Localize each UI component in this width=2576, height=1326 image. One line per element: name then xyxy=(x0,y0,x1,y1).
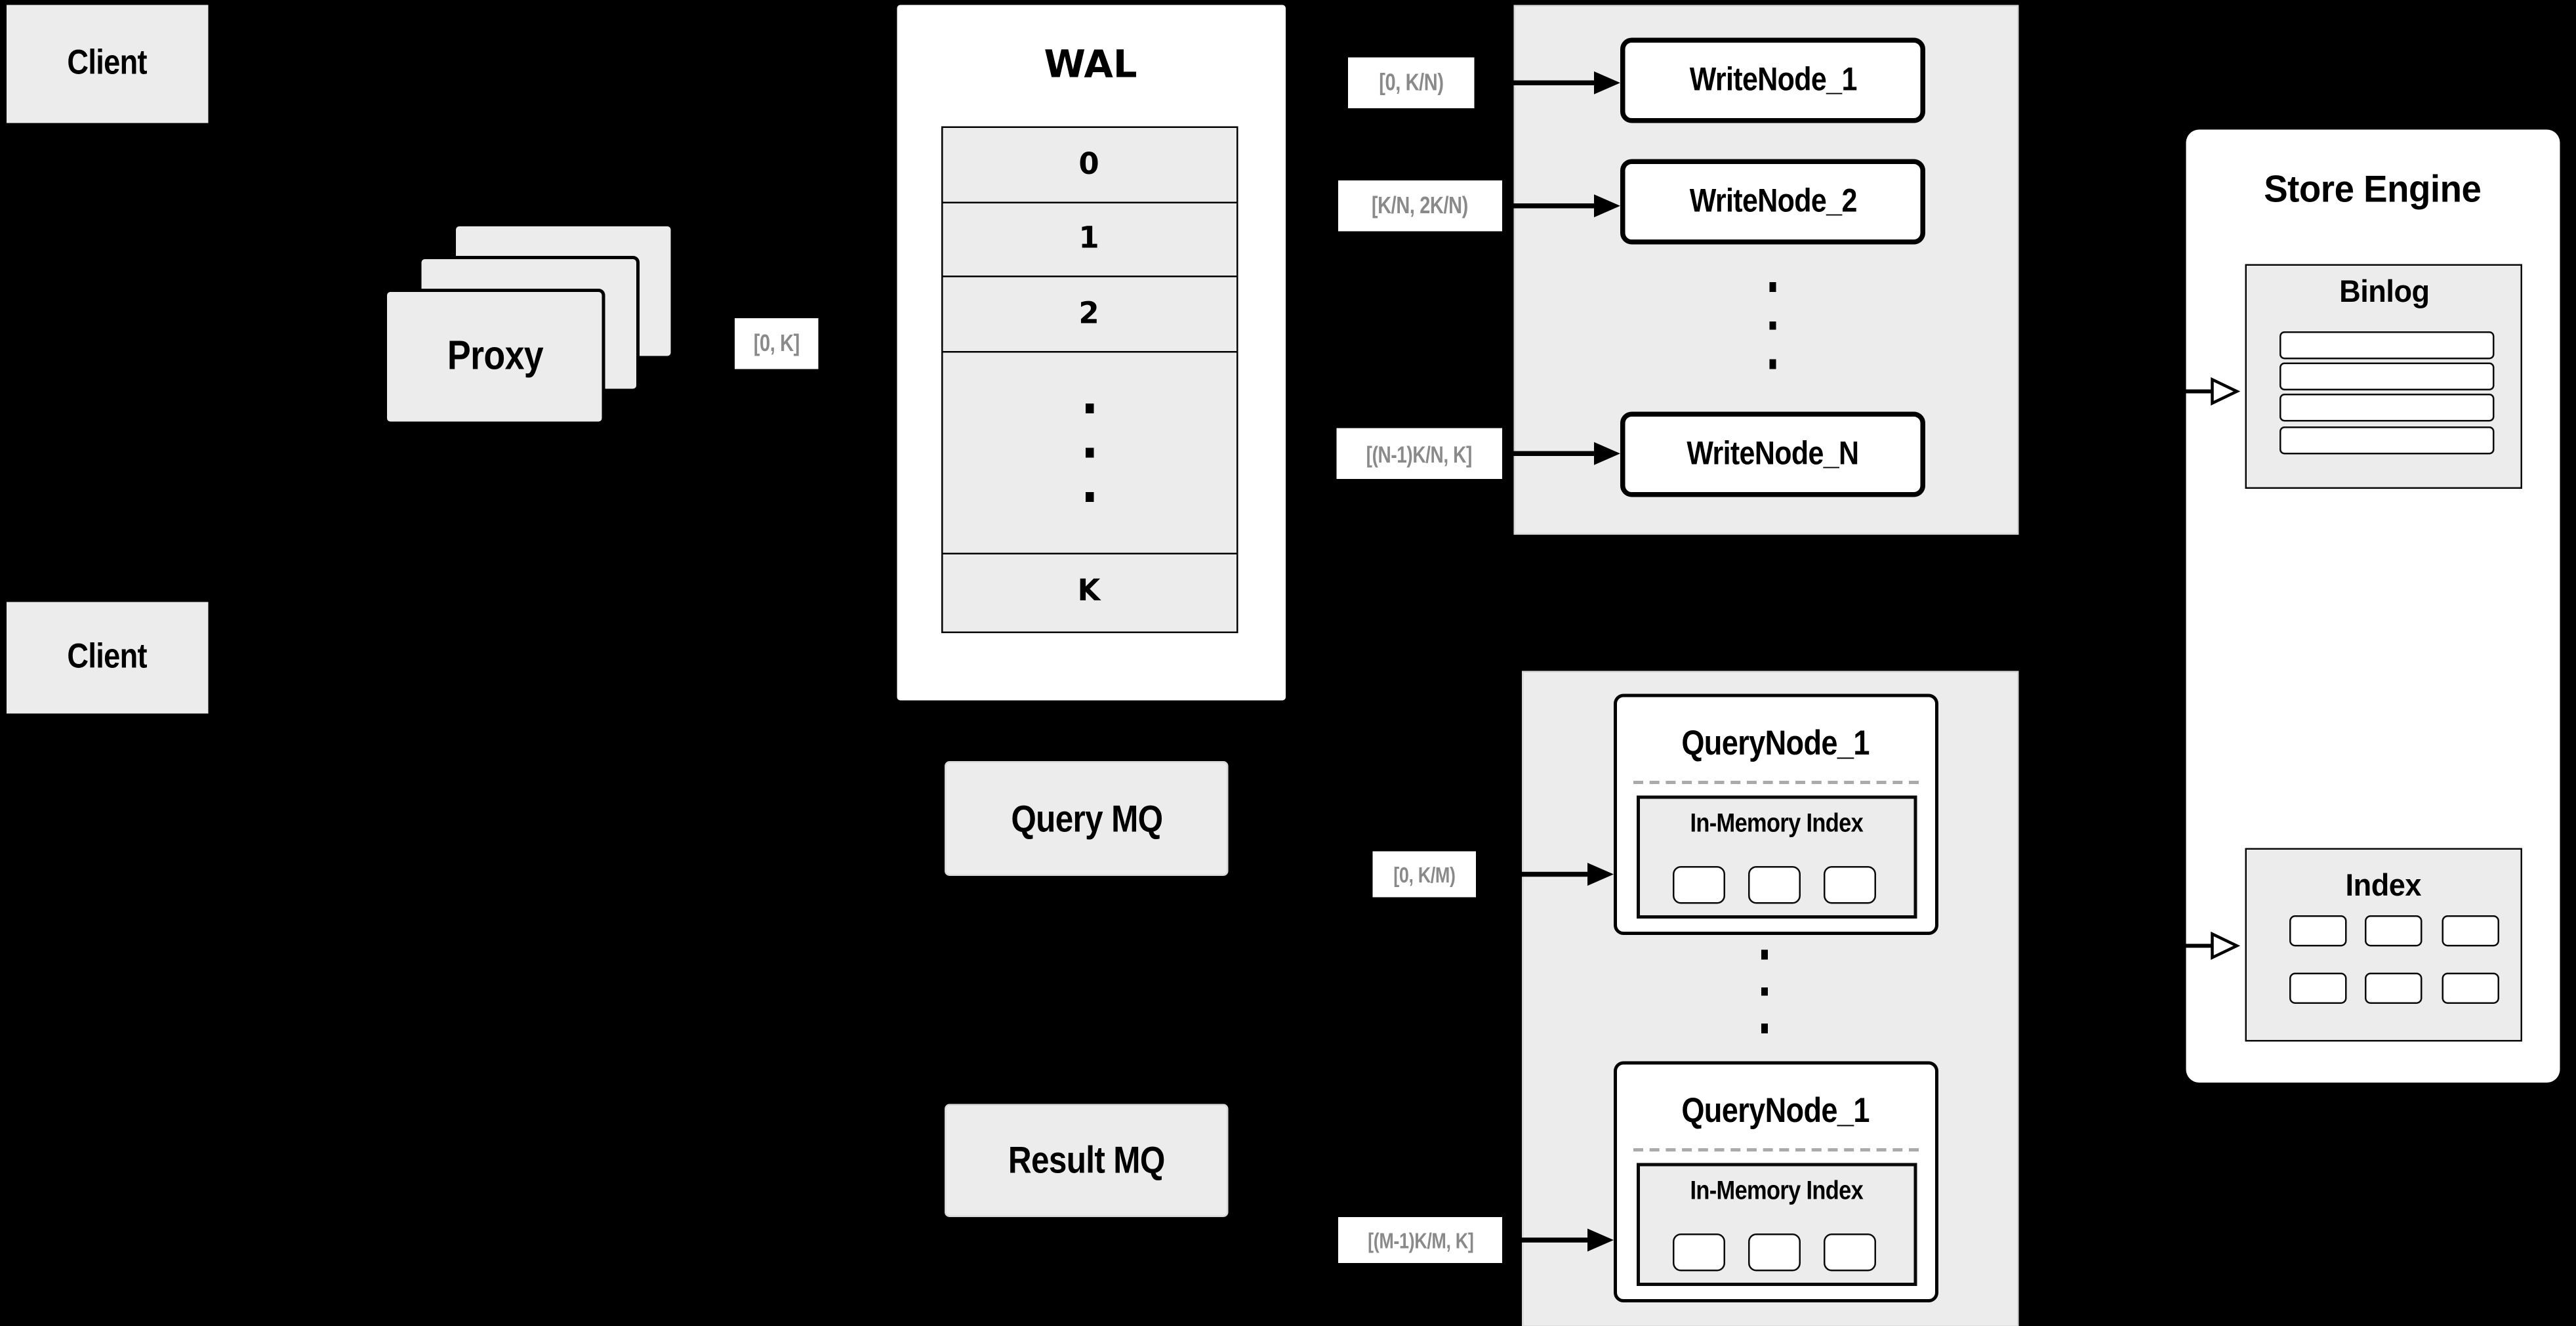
wal-segment-row: 0 xyxy=(942,128,1236,203)
ellipsis-dot-icon xyxy=(1768,320,1777,330)
wal-title: WAL xyxy=(1044,44,1137,87)
range-label-writenode-1: [0, K/N) xyxy=(1348,57,1475,108)
index-cell xyxy=(2365,915,2423,947)
in-memory-cell xyxy=(1673,1233,1725,1272)
query-node-2-title: QueryNode_1 xyxy=(1682,1092,1870,1130)
wal-ellipsis-row xyxy=(942,353,1236,554)
range-label-querynode-2: [(M-1)K/M, K] xyxy=(1338,1217,1502,1263)
wal-segment-table: 0 1 2 K xyxy=(940,126,1238,633)
index-cell xyxy=(2289,972,2346,1004)
in-memory-index-box: In-Memory Index xyxy=(1637,1163,1917,1286)
write-node-n: WriteNode_N xyxy=(1620,411,1925,497)
index-cell xyxy=(2442,915,2500,947)
ellipsis-dot-icon xyxy=(1084,447,1094,458)
binlog-box: Binlog xyxy=(2245,264,2522,489)
range-label-writenode-2: [K/N, 2K/N) xyxy=(1338,180,1502,232)
binlog-row xyxy=(2280,425,2495,454)
store-engine-box: Store Engine Binlog Index xyxy=(2185,129,2560,1083)
dashed-divider xyxy=(1633,1148,1919,1151)
wal-segment-row: 1 xyxy=(942,203,1236,278)
client-box-bottom: Client xyxy=(7,602,209,714)
write-node-1: WriteNode_1 xyxy=(1620,37,1925,123)
client-box-top: Client xyxy=(7,5,209,123)
wal-box: WAL 0 1 2 K xyxy=(896,5,1285,701)
ellipsis-dot-icon xyxy=(1761,986,1768,996)
index-cell xyxy=(2365,972,2423,1004)
binlog-row xyxy=(2280,331,2495,360)
in-memory-cell xyxy=(1748,1233,1801,1272)
in-memory-cell xyxy=(1824,866,1876,904)
ellipsis-dot-icon xyxy=(1761,1024,1768,1033)
store-engine-title: Store Engine xyxy=(2264,166,2482,209)
in-memory-index-title: In-Memory Index xyxy=(1690,810,1864,839)
index-cell xyxy=(2442,972,2500,1004)
ellipsis-dot-icon xyxy=(1084,492,1094,502)
range-label-querynode-1: [0, K/M) xyxy=(1372,851,1476,898)
ellipsis-dot-icon xyxy=(1084,404,1094,413)
result-mq-box: Result MQ xyxy=(945,1104,1229,1217)
write-node-2: WriteNode_2 xyxy=(1620,159,1925,245)
binlog-title: Binlog xyxy=(2338,276,2429,310)
index-title: Index xyxy=(2345,869,2422,904)
range-label-writenode-n: [(N-1)K/N, K] xyxy=(1336,428,1502,479)
ellipsis-dot-icon xyxy=(1768,282,1777,291)
index-box: Index xyxy=(2245,848,2522,1042)
query-mq-box: Query MQ xyxy=(945,761,1229,876)
query-node-2: QueryNode_1 In-Memory Index xyxy=(1614,1061,1938,1302)
in-memory-index-box: In-Memory Index xyxy=(1637,795,1917,919)
wal-segment-row: 2 xyxy=(942,278,1236,353)
wal-segment-row-last: K xyxy=(1077,573,1101,608)
range-label-proxy-to-wal: [0, K] xyxy=(735,318,819,369)
in-memory-cell xyxy=(1748,866,1801,904)
proxy-card-front: Proxy xyxy=(384,289,605,425)
ellipsis-dot-icon xyxy=(1761,949,1768,959)
binlog-row xyxy=(2280,362,2495,391)
dashed-divider xyxy=(1633,781,1919,784)
in-memory-cell xyxy=(1673,866,1725,904)
client-top-label: Client xyxy=(67,44,148,83)
binlog-row xyxy=(2280,394,2495,423)
index-cell xyxy=(2289,915,2346,947)
query-nodes-ellipsis xyxy=(1761,949,1769,1033)
client-bottom-label: Client xyxy=(67,638,148,676)
proxy-label: Proxy xyxy=(446,333,543,379)
query-node-1-title: QueryNode_1 xyxy=(1682,725,1870,763)
in-memory-index-title: In-Memory Index xyxy=(1690,1178,1864,1206)
ellipsis-dot-icon xyxy=(1768,359,1777,369)
query-node-1: QueryNode_1 In-Memory Index xyxy=(1614,694,1938,935)
write-nodes-ellipsis xyxy=(1768,282,1777,369)
in-memory-cell xyxy=(1824,1233,1876,1272)
